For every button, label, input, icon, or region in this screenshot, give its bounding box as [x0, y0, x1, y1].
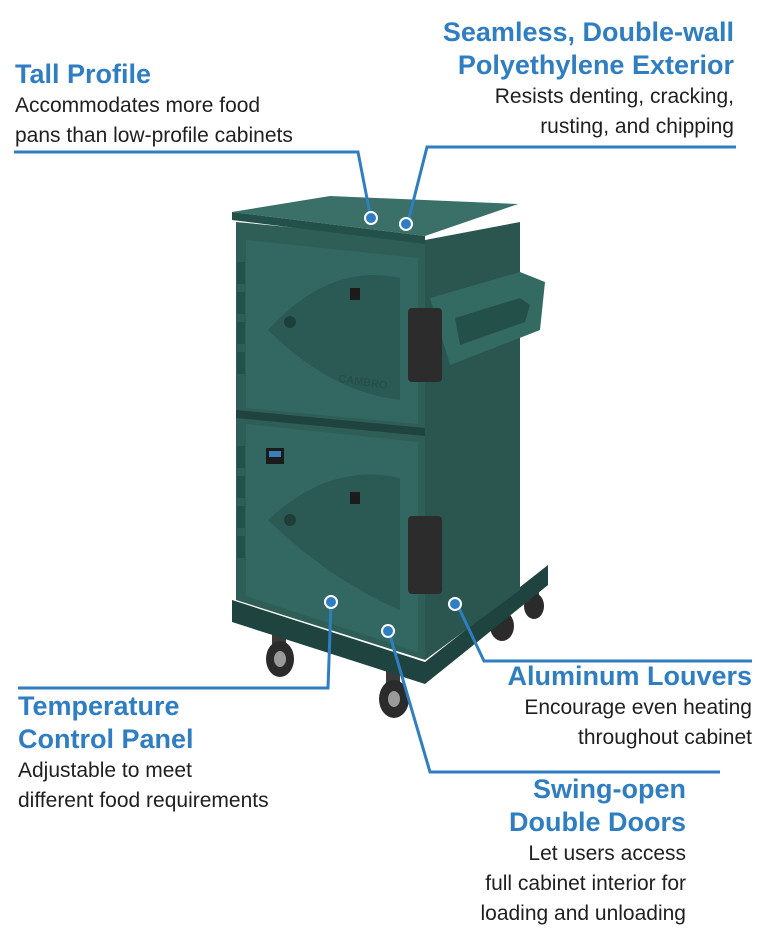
callout-title: Tall Profile [15, 59, 152, 89]
callout-louvers: Aluminum Louvers Encourage even heating … [507, 660, 752, 753]
callout-desc: rusting, and chipping [540, 115, 734, 138]
upper-door-handle [408, 308, 442, 382]
callout-title: Swing-open [533, 774, 686, 804]
cabinet-base [232, 565, 548, 684]
callout-title: Seamless, Double-wall [442, 17, 734, 47]
lower-latch [350, 492, 360, 504]
callout-desc: pans than low-profile cabinets [15, 124, 293, 147]
callout-desc: loading and unloading [480, 902, 686, 925]
callout-temperature-control: Temperature Control Panel Adjustable to … [18, 690, 269, 816]
callout-title: Double Doors [508, 807, 686, 837]
callout-exterior: Seamless, Double-wall Polyethylene Exter… [443, 16, 734, 142]
upper-latch [350, 288, 360, 300]
callout-desc: Resists denting, cracking, [494, 85, 734, 108]
callout-desc: throughout cabinet [578, 726, 752, 749]
aluminum-louvers [237, 262, 245, 558]
callout-title: Control Panel [18, 724, 194, 754]
callout-desc: Accommodates more food [15, 94, 261, 117]
callout-double-doors: Swing-open Double Doors Let users access… [480, 773, 686, 929]
callout-title: Temperature [18, 691, 180, 721]
lower-door-handle [408, 516, 442, 594]
callout-desc: Encourage even heating [524, 696, 752, 719]
callout-title: Polyethylene Exterior [457, 50, 734, 80]
callout-desc: different food requirements [18, 789, 269, 812]
callout-title: Aluminum Louvers [507, 661, 752, 691]
callout-tall-profile: Tall Profile Accommodates more food pans… [15, 58, 293, 151]
callout-desc: Adjustable to meet [18, 759, 192, 782]
callout-desc: Let users access [528, 842, 686, 865]
callout-desc: full cabinet interior for [485, 872, 686, 895]
